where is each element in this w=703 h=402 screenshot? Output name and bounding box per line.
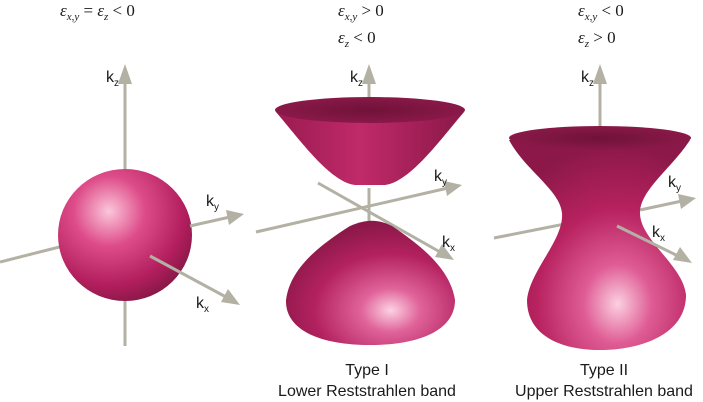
panel-type-2: εx,y < 0 εz > 0 kz ky kx Type II Upper R… bbox=[493, 1, 696, 400]
ky-axis-front bbox=[189, 215, 231, 228]
ky-arrowhead bbox=[444, 181, 462, 196]
condition-type1-z: εz < 0 bbox=[338, 28, 376, 50]
upper-hyperboloid-sheet bbox=[276, 112, 464, 185]
spherical-isofrequency-surface bbox=[58, 169, 192, 301]
kz-arrowhead bbox=[362, 64, 376, 84]
ky-label: ky bbox=[434, 168, 447, 188]
kz-label: kz bbox=[581, 69, 594, 89]
kx-arrowhead bbox=[221, 289, 240, 305]
kx-axis bbox=[616, 224, 679, 258]
condition-sphere: εx,y = εz < 0 bbox=[60, 1, 135, 23]
hyperboloid-top-rim bbox=[509, 126, 691, 150]
single-sheet-hyperboloid bbox=[509, 140, 690, 350]
condition-type2-xy: εx,y < 0 bbox=[578, 1, 624, 23]
caption-type1-band: Lower Reststrahlen band bbox=[278, 383, 456, 400]
ky-arrowhead bbox=[678, 194, 696, 209]
panel-sphere: εx,y = εz < 0 kz ky kx bbox=[0, 1, 244, 346]
ky-axis-front bbox=[639, 199, 683, 212]
caption-type1-title: Type I bbox=[345, 362, 389, 379]
ky-label: ky bbox=[206, 193, 219, 213]
kz-arrowhead bbox=[118, 64, 132, 84]
caption-type2-title: Type II bbox=[580, 362, 628, 379]
kx-label: kx bbox=[652, 224, 665, 244]
kx-axis bbox=[317, 181, 441, 254]
upper-sheet-rim bbox=[275, 97, 465, 123]
kz-label: kz bbox=[350, 69, 363, 89]
condition-type1-xy: εx,y > 0 bbox=[338, 1, 384, 23]
kx-arrowhead bbox=[435, 244, 454, 260]
ky-label: ky bbox=[668, 174, 681, 194]
caption-type2-band: Upper Reststrahlen band bbox=[515, 383, 693, 400]
kz-arrowhead bbox=[593, 64, 607, 84]
kz-label: kz bbox=[106, 69, 119, 89]
lower-hyperboloid-sheet bbox=[285, 220, 455, 345]
panel-type-1: εx,y > 0 εz < 0 kz ky kx Type I Lower Re… bbox=[255, 1, 465, 400]
ky-arrowhead bbox=[226, 210, 244, 225]
kx-axis bbox=[149, 254, 227, 299]
ky-axis bbox=[255, 186, 449, 234]
kx-label: kx bbox=[196, 295, 209, 315]
condition-type2-z: εz > 0 bbox=[578, 28, 616, 50]
kx-label: kx bbox=[442, 234, 455, 254]
kx-arrowhead bbox=[673, 247, 692, 263]
